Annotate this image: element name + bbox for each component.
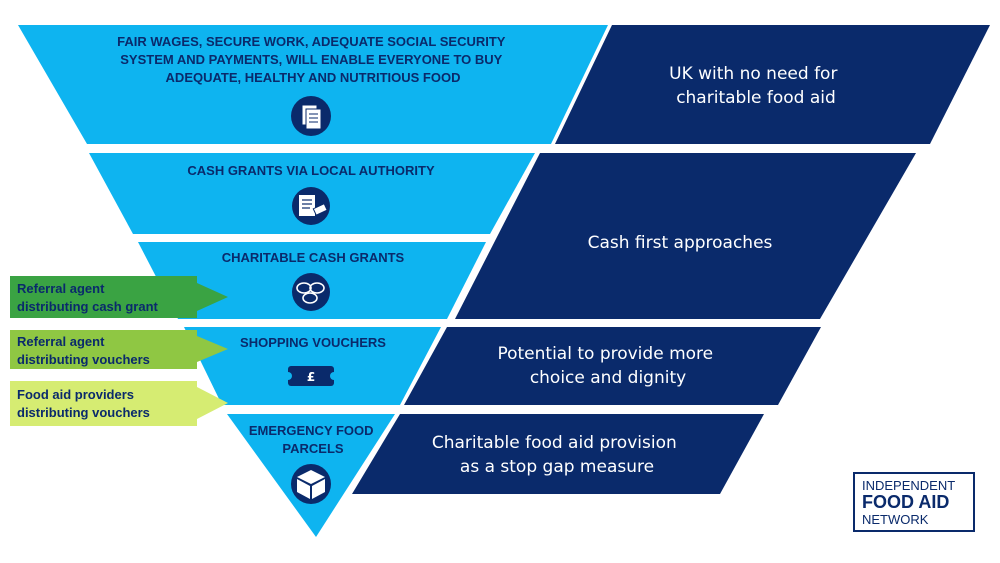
panel-4-line-2: as a stop gap measure xyxy=(460,457,654,477)
panel-1-line-2: charitable food aid xyxy=(676,88,836,108)
level-1-line-3: ADEQUATE, HEALTHY AND NUTRITIOUS FOOD xyxy=(166,70,461,85)
level-4-line-1: SHOPPING VOUCHERS xyxy=(240,335,386,350)
panel-cash-first xyxy=(455,153,916,319)
level-3-line-1: CHARITABLE CASH GRANTS xyxy=(222,250,405,265)
grant-document-icon xyxy=(292,187,330,225)
arrow-referral-vouchers xyxy=(10,330,228,369)
level-3-title: CHARITABLE CASH GRANTS xyxy=(222,250,405,265)
level-1-line-1: FAIR WAGES, SECURE WORK, ADEQUATE SOCIAL… xyxy=(117,34,506,49)
level-1-line-2: SYSTEM AND PAYMENTS, WILL ENABLE EVERYON… xyxy=(120,52,502,67)
logo-line-2: FOOD AID xyxy=(862,492,949,512)
food-parcel-box-icon xyxy=(291,464,331,504)
panel-1-text: UK with no need for charitable food aid xyxy=(669,64,843,108)
panel-3-text: Potential to provide more choice and dig… xyxy=(497,344,718,388)
logo-line-1: INDEPENDENT xyxy=(862,478,955,493)
level-5-title: EMERGENCY FOOD PARCELS xyxy=(249,423,377,456)
logo-line-3: NETWORK xyxy=(862,512,929,527)
arrow-1-line-2: distributing cash grant xyxy=(17,299,159,314)
arrow-1-line-1: Referral agent xyxy=(17,281,105,296)
panel-choice-dignity xyxy=(404,327,821,405)
panel-stop-gap xyxy=(352,414,764,494)
documents-icon xyxy=(291,96,331,136)
pound-sign: £ xyxy=(307,370,315,384)
arrow-3-label: Food aid providers distributing vouchers xyxy=(17,387,150,420)
arrow-2-line-1: Referral agent xyxy=(17,334,105,349)
coins-icon xyxy=(292,273,330,311)
panel-2-line-1: Cash first approaches xyxy=(588,233,773,253)
panel-3-line-1: Potential to provide more xyxy=(497,344,713,364)
voucher-icon: £ xyxy=(284,366,338,386)
arrow-3-line-2: distributing vouchers xyxy=(17,405,150,420)
arrow-provider-vouchers xyxy=(10,381,228,426)
panel-uk-no-need xyxy=(555,25,990,144)
panel-2-text: Cash first approaches xyxy=(588,233,773,253)
level-4-title: SHOPPING VOUCHERS xyxy=(240,335,386,350)
level-5-line-1: EMERGENCY FOOD xyxy=(249,423,374,438)
arrow-cash-grant xyxy=(10,276,228,318)
arrow-2-line-2: distributing vouchers xyxy=(17,352,150,367)
level-2-line-1: CASH GRANTS VIA LOCAL AUTHORITY xyxy=(187,163,435,178)
level-1-title: FAIR WAGES, SECURE WORK, ADEQUATE SOCIAL… xyxy=(117,34,509,85)
panel-4-line-1: Charitable food aid provision xyxy=(432,433,677,453)
panel-1-line-1: UK with no need for xyxy=(669,64,837,84)
band-level-1 xyxy=(18,25,608,144)
level-5-line-2: PARCELS xyxy=(282,441,343,456)
arrow-2-label: Referral agent distributing vouchers xyxy=(17,334,150,367)
arrow-3-line-1: Food aid providers xyxy=(17,387,134,402)
panel-4-text: Charitable food aid provision as a stop … xyxy=(432,433,682,477)
ifan-logo: INDEPENDENT FOOD AID NETWORK xyxy=(853,472,975,532)
arrow-1-label: Referral agent distributing cash grant xyxy=(17,281,159,314)
panel-3-line-2: choice and dignity xyxy=(530,368,686,388)
level-2-title: CASH GRANTS VIA LOCAL AUTHORITY xyxy=(187,163,435,178)
